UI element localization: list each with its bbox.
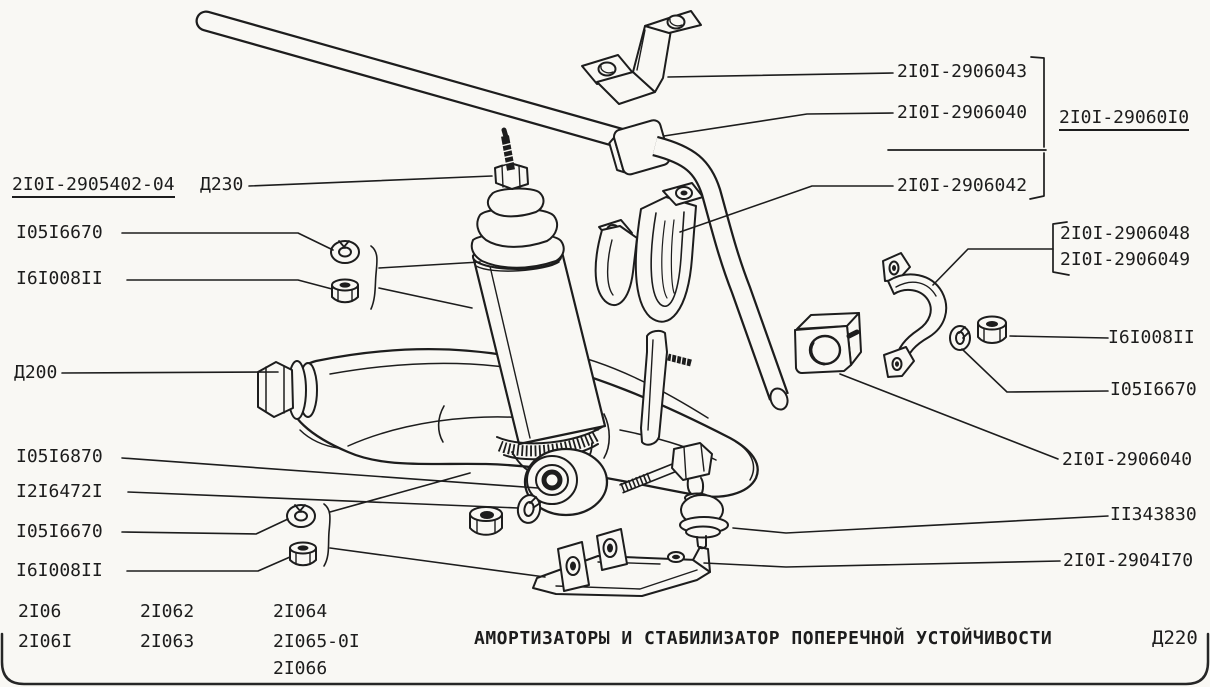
model-code-21064: 2I064 — [273, 601, 328, 622]
arm-strap-bracket-drawing — [640, 329, 692, 446]
part-label-washer-lower: I05I6870 — [16, 446, 103, 467]
nut-top-drawing — [331, 278, 359, 304]
nut-bottom-drawing — [289, 541, 317, 567]
brace-top — [370, 245, 378, 310]
shock-absorber-drawing — [470, 127, 609, 517]
model-code-21065: 2I065-0I — [273, 631, 360, 652]
model-code-21063: 2I063 — [140, 631, 195, 652]
bar-clamp-drawing — [882, 252, 948, 378]
part-label-clamp-a: 2I0I-2906048 — [1060, 223, 1191, 244]
part-label-lock-washer-top: I05I6670 — [16, 222, 103, 243]
bar-hanger-drawing — [594, 182, 704, 323]
lock-washer-eye-drawing — [516, 494, 542, 524]
nut-right-drawing — [977, 315, 1007, 344]
part-label-shock-assembly: 2I0I-2905402-04 — [12, 175, 175, 198]
part-label-lock-washer-bottom: I05I6670 — [16, 521, 103, 542]
figure-code: Д220 — [1152, 627, 1198, 649]
bar-cushion-right-drawing — [794, 312, 862, 374]
nut-eye-drawing — [469, 506, 503, 536]
label-group-brackets — [887, 56, 1070, 276]
bar-bracket-top-drawing — [581, 10, 702, 105]
part-label-bottom-bracket: 2I0I-2904I70 — [1063, 550, 1194, 571]
ball-joint-drawing — [679, 477, 729, 550]
part-label-lock-washer-right: I05I6670 — [1110, 379, 1197, 400]
model-code-21066: 2I066 — [273, 658, 328, 679]
stabilizer-bar-end-drawing — [652, 135, 789, 411]
bolt-drawing — [619, 442, 713, 494]
bottom-bracket-drawing — [532, 528, 711, 597]
brace-bottom — [323, 503, 331, 567]
lock-washer-bottom-drawing — [286, 504, 316, 528]
page-border — [0, 632, 1210, 686]
part-label-bar-cushion-top: 2I0I-2906040 — [897, 102, 1028, 123]
lock-washer-top-drawing — [330, 240, 360, 264]
part-label-stabilizer-assembly: 2I0I-29060I0 — [1059, 108, 1190, 131]
part-label-bolt-right: II343830 — [1110, 504, 1197, 525]
part-label-nut-right: I6I008II — [1108, 327, 1195, 348]
part-label-bar-hanger: 2I0I-2906042 — [897, 175, 1028, 196]
model-code-21062: 2I062 — [140, 601, 195, 622]
leader-lines — [61, 72, 1109, 572]
part-label-bar-bracket-top: 2I0I-2906043 — [897, 61, 1028, 82]
part-label-nut-top: I6I008II — [16, 268, 103, 289]
part-label-nut-bottom: I6I008II — [16, 560, 103, 581]
lock-washer-right-drawing — [949, 325, 971, 351]
stabilizer-bar-drawing — [195, 10, 631, 149]
model-code-21061: 2I06I — [18, 631, 73, 652]
model-code-2106: 2I06 — [18, 601, 62, 622]
part-label-bar-cushion-right: 2I0I-2906040 — [1062, 449, 1193, 470]
part-label-d200: Д200 — [14, 362, 58, 383]
part-label-d230: Д230 — [200, 174, 244, 195]
figure-caption: АМОРТИЗАТОРЫ И СТАБИЛИЗАТОР ПОПЕРЕЧНОЙ У… — [474, 628, 1053, 649]
part-label-washer-lower2: I2I6472I — [16, 481, 103, 502]
part-label-clamp-b: 2I0I-2906049 — [1060, 249, 1191, 270]
